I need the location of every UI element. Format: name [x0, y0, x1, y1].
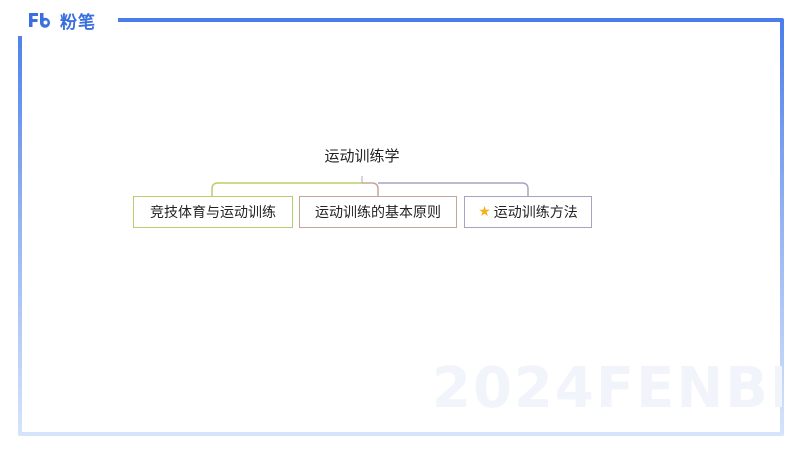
- mindmap-node-sports-and-training: 竞技体育与运动训练: [133, 196, 293, 228]
- node-label: 竞技体育与运动训练: [150, 205, 276, 221]
- star-icon: ★: [478, 204, 491, 220]
- node-label: 运动训练的基本原则: [315, 205, 441, 221]
- mindmap-node-training-principles: 运动训练的基本原则: [299, 196, 457, 228]
- mindmap-root: 运动训练学: [324, 147, 400, 165]
- node-label: 运动训练方法: [493, 205, 578, 221]
- brand-name: 粉笔: [60, 12, 96, 33]
- watermark: 2024FENBI: [432, 356, 782, 421]
- fenbi-logo-icon: [29, 13, 50, 28]
- mindmap-node-training-methods: ★ 运动训练方法: [464, 196, 592, 228]
- brand-logo: 粉笔: [14, 4, 118, 36]
- connector-branch-2: [362, 182, 379, 196]
- connector-branch-1: [211, 182, 362, 196]
- connector-branch-3: [378, 182, 529, 196]
